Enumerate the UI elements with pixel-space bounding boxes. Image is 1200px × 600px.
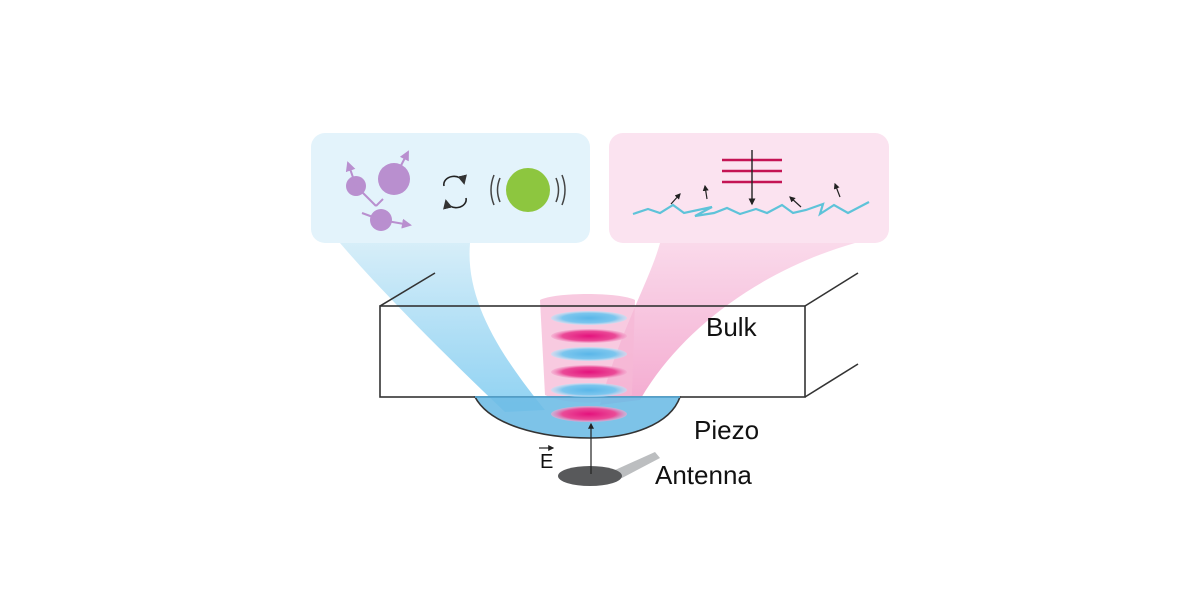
surface-scatter-arrows [670, 182, 841, 208]
efield-label: E [540, 451, 554, 473]
phonon-antinode-blue [551, 383, 627, 397]
piezo-label: Piezo [694, 415, 760, 445]
antenna-disc [558, 466, 622, 486]
phonon-antinode-pink [551, 329, 627, 343]
phonon-antinode-blue [551, 347, 627, 361]
pink-callout-panel [609, 133, 889, 243]
phonon-antinode-pink [551, 365, 627, 379]
phonon-antinode-pink [551, 406, 627, 422]
blue-beam [340, 243, 545, 412]
rough-surface-icon [632, 201, 870, 218]
exchange-arrows-icon [443, 174, 467, 210]
mechanical-oscillator-icon [490, 168, 566, 212]
spin-ensemble-icon [345, 150, 412, 231]
bulk-label: Bulk [706, 312, 757, 342]
phonon-antinode-blue [551, 311, 627, 325]
bulk-block [379, 272, 859, 398]
phonon-standing-wave [551, 311, 627, 422]
antenna-label: Antenna [655, 460, 752, 490]
antenna-lead [615, 452, 660, 478]
pink-beam [600, 243, 855, 405]
